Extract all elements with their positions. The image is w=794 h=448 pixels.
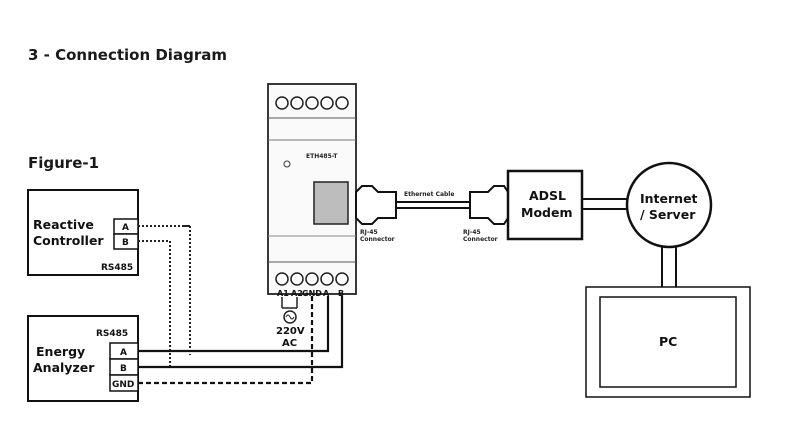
reactive-terminal-b-label: B (122, 238, 129, 248)
reactive-controller: Reactive Controller A B RS485 (27, 189, 139, 276)
power-type: AC (282, 338, 297, 349)
analyzer-bus-label: RS485 (96, 329, 128, 339)
analyzer-terminal-b-label: B (120, 364, 127, 374)
power-input: 220V AC (276, 297, 305, 349)
analyzer-name-1: Energy (36, 344, 85, 359)
gateway-terminal-a1: A1 (277, 289, 289, 298)
pc-screen (599, 296, 737, 388)
pc-label: PC (659, 334, 677, 349)
gateway-model: ETH485-T (306, 153, 338, 160)
modem-line1: ADSL (529, 188, 566, 203)
gateway-top-terminals (275, 96, 349, 110)
connector-left-line2: Connector (360, 236, 395, 243)
gateway-terminal-b: B (338, 289, 344, 298)
rj45-connector-right: RJ-45 Connector (463, 185, 509, 243)
adsl-modem: ADSL Modem (506, 169, 584, 241)
diagram-title: 3 - Connection Diagram (28, 46, 227, 64)
reactive-controller-name-1: Reactive (33, 217, 94, 232)
reactive-terminal-a-label: A (122, 223, 129, 233)
gateway-terminal-gnd: GND (302, 289, 322, 298)
rj45-connector-left: RJ-45 Connector (355, 185, 397, 243)
led-icon (283, 160, 291, 168)
gateway-terminal-a2: A2 (291, 289, 303, 298)
ethernet-port (313, 181, 349, 225)
internet-server: Internet / Server (625, 161, 713, 249)
analyzer-terminal-gnd-label: GND (112, 380, 134, 390)
figure-label: Figure-1 (28, 154, 99, 172)
connector-left-line1: RJ-45 (360, 229, 378, 236)
internet-line2: / Server (640, 207, 696, 222)
ethernet-cable-label: Ethernet Cable (404, 191, 454, 198)
reactive-controller-name-2: Controller (33, 233, 104, 248)
power-voltage: 220V (276, 326, 305, 337)
rs485-wiring (138, 225, 344, 385)
gateway-bottom-terminals (275, 272, 349, 286)
gateway-terminal-a: A (323, 289, 330, 298)
pc: PC (585, 286, 751, 398)
reactive-bus-label: RS485 (101, 263, 133, 273)
analyzer-name-2: Analyzer (33, 360, 95, 375)
modem-line2: Modem (521, 205, 572, 220)
gateway-device: ETH485-T A1 A2 GND A B (267, 83, 357, 298)
analyzer-terminal-a-label: A (120, 348, 127, 358)
energy-analyzer: RS485 Energy Analyzer A B GND (27, 315, 139, 402)
connector-right-line1: RJ-45 (463, 229, 481, 236)
connector-right-line2: Connector (463, 236, 498, 243)
ethernet-link: RJ-45 Connector Ethernet Cable RJ-45 Con… (355, 185, 509, 243)
internet-line1: Internet (640, 191, 698, 206)
